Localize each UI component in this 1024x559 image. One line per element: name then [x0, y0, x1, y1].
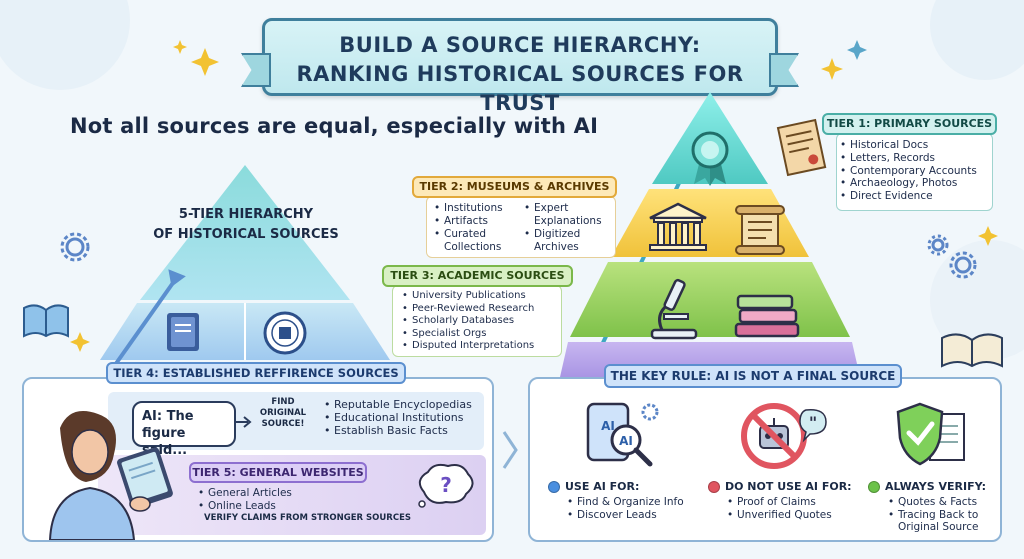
svg-text:?: ?: [440, 473, 452, 497]
open-book-icon: [941, 333, 1003, 368]
list-item: Specialist Orgs: [402, 328, 534, 341]
list-item: Disputed Interpretations: [402, 340, 534, 353]
use-ai-for-title: USE AI FOR:: [548, 480, 639, 493]
scroll-icon: [735, 205, 785, 255]
always-verify-label: ALWAYS VERIFY:: [885, 480, 986, 493]
book-icon: [23, 304, 69, 338]
arrow-right-icon: [236, 416, 252, 428]
certificate-icon: [776, 118, 827, 177]
university-seal-icon: [263, 311, 307, 355]
list-item: Curated Collections: [434, 228, 516, 254]
always-verify-title: ALWAYS VERIFY:: [868, 480, 986, 493]
find-original-source-text: FIND ORIGINAL SOURCE!: [259, 397, 307, 429]
list-item: General Articles: [198, 487, 292, 500]
student-with-tablet-illustration: [48, 411, 173, 540]
right-pyramid: [560, 92, 860, 377]
award-ribbon-icon: [691, 131, 729, 186]
green-dot-icon: [868, 480, 880, 493]
list-item: Letters, Records: [840, 152, 977, 165]
tier5-list: General Articles Online Leads: [198, 487, 292, 513]
tier5-heading: TIER 5: GENERAL WEBSITES: [189, 462, 367, 483]
title-line-1: BUILD A SOURCE HIERARCHY:: [339, 33, 701, 57]
do-not-use-ai-label: DO NOT USE AI FOR:: [725, 480, 852, 493]
list-item: Establish Basic Facts: [324, 424, 472, 437]
tablet-icon: [117, 447, 173, 509]
list-item: Historical Docs: [840, 139, 977, 152]
tier1-heading: TIER 1: PRIMARY SOURCES: [822, 113, 997, 135]
list-item: Peer-Reviewed Research: [402, 303, 534, 316]
list-item: University Publications: [402, 290, 534, 303]
key-rule-heading: THE KEY RULE: AI IS NOT A FINAL SOURCE: [604, 364, 902, 388]
list-item: Quotes & Facts: [888, 496, 994, 509]
svg-text:AI: AI: [619, 434, 633, 448]
question-mark-icon: ?: [418, 463, 474, 508]
list-item: Scholarly Databases: [402, 315, 534, 328]
tier3-list: University Publications Peer-Reviewed Re…: [402, 290, 534, 353]
list-item: Proof of Claims: [727, 496, 832, 509]
title-line-2: RANKING HISTORICAL SOURCES FOR TRUST: [296, 62, 744, 115]
always-verify-list: Quotes & Facts Tracing Back to Original …: [888, 496, 994, 534]
list-item: Direct Evidence: [840, 190, 977, 203]
list-item: Institutions: [434, 202, 516, 215]
museum-icon: [649, 202, 707, 251]
do-not-use-ai-list: Proof of Claims Unverified Quotes: [727, 496, 832, 522]
tier1-list: Historical Docs Letters, Records Contemp…: [840, 139, 977, 203]
do-not-use-ai-title: DO NOT USE AI FOR:: [708, 480, 852, 493]
list-item: Expert Explanations: [524, 202, 612, 228]
left-pyramid: [100, 165, 390, 360]
use-ai-for-label: USE AI FOR:: [565, 480, 640, 493]
verify-claims-note: VERIFY CLAIMS FROM STRONGER SOURCES: [204, 513, 411, 523]
svg-text:AI: AI: [601, 419, 615, 433]
no-robot-icon: ": [741, 403, 827, 469]
red-dot-icon: [708, 480, 720, 493]
tier2-list-col1: Institutions Artifacts Curated Collectio…: [434, 202, 516, 254]
microscope-icon: [650, 278, 698, 340]
book-icon: [167, 313, 199, 351]
list-item: Unverified Quotes: [727, 509, 832, 522]
tier2-list-col2: Expert Explanations Digitized Archives: [524, 202, 612, 254]
tier4-list: Reputable Encyclopedias Educational Inst…: [324, 398, 472, 437]
list-item: Discover Leads: [567, 509, 684, 522]
tier2-heading: TIER 2: MUSEUMS & ARCHIVES: [412, 176, 617, 198]
use-ai-for-list: Find & Organize Info Discover Leads: [567, 496, 684, 522]
left-pyramid-label: 5-TIER HIERARCHY OF HISTORICAL SOURCES: [146, 205, 346, 245]
list-item: Online Leads: [198, 500, 292, 513]
ai-magnifier-icon: AI AI: [586, 402, 659, 467]
list-item: Artifacts: [434, 215, 516, 228]
tier4-heading: TIER 4: ESTABLISHED REFFIRENCE SOURCES: [106, 362, 406, 384]
books-icon: [734, 294, 800, 338]
shield-check-icon: [896, 402, 965, 466]
chevron-right-icon: [502, 431, 518, 469]
left-pyramid-label-line-1: 5-TIER HIERARCHY: [178, 207, 314, 222]
list-item: Archaeology, Photos: [840, 177, 977, 190]
list-item: Reputable Encyclopedias: [324, 398, 472, 411]
list-item: Find & Organize Info: [567, 496, 684, 509]
gear-icon: [60, 232, 977, 279]
title-banner: BUILD A SOURCE HIERARCHY: RANKING HISTOR…: [241, 18, 799, 115]
list-item: Contemporary Accounts: [840, 165, 977, 178]
left-pyramid-label-line-2: OF HISTORICAL SOURCES: [153, 227, 339, 242]
banner-ribbon-left: [241, 53, 271, 87]
blue-dot-icon: [548, 480, 560, 493]
svg-text:": ": [809, 413, 817, 432]
subtitle: Not all sources are equal, especially wi…: [70, 114, 599, 138]
list-item: Educational Institutions: [324, 411, 472, 424]
tier3-heading: TIER 3: ACADEMIC SOURCES: [382, 265, 573, 287]
list-item: Digitized Archives: [524, 228, 604, 254]
list-item: Tracing Back to Original Source: [888, 509, 994, 534]
